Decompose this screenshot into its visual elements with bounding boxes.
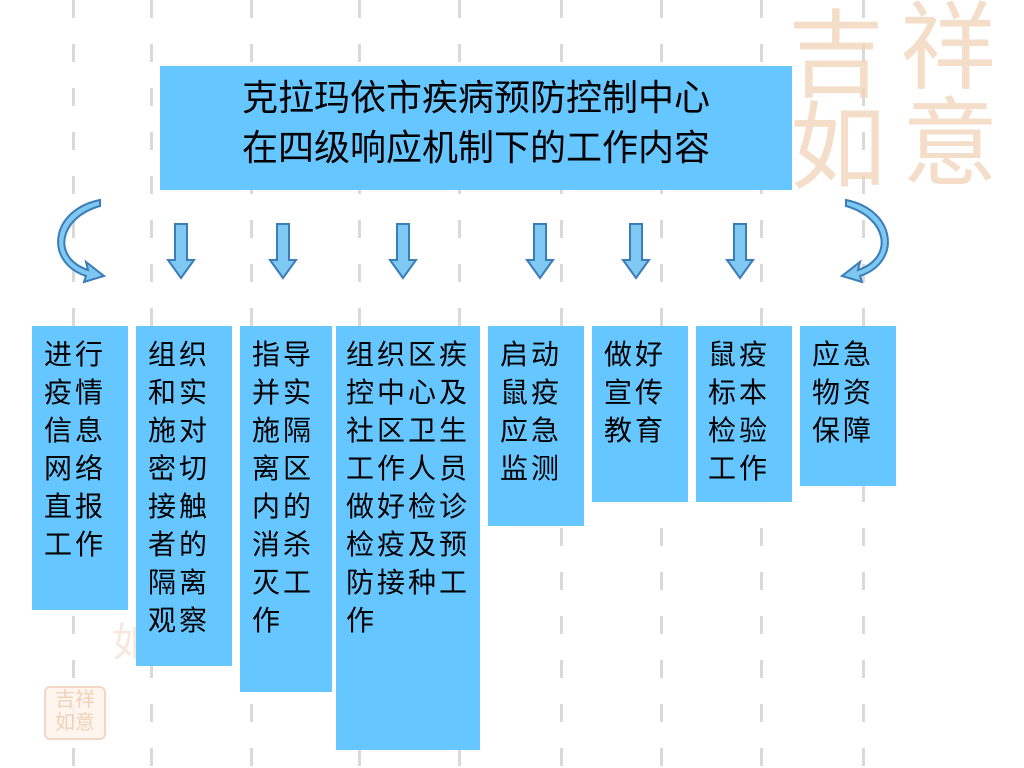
task-box-text: 进行疫情信息网络直报工作 (44, 338, 107, 561)
curved-arrow-right (839, 198, 889, 284)
task-box-text: 启动鼠疫应急监测 (500, 338, 563, 485)
task-box-text: 指导并实施隔离区内的消杀灭工作 (252, 338, 315, 637)
task-box-text: 组织和实施对密切接触者的隔离观察 (148, 338, 211, 637)
task-box-1: 进行疫情信息网络直报工作 (32, 326, 128, 610)
title-line-1: 克拉玛依市疾病预防控制中心 (241, 78, 710, 119)
task-box-3: 指导并实施隔离区内的消杀灭工作 (240, 326, 332, 692)
task-box-text: 做好宣传教育 (604, 338, 667, 447)
task-box-8: 应急物资保障 (800, 326, 896, 486)
task-box-text: 鼠疫标本检验工作 (708, 338, 771, 485)
task-box-2: 组织和实施对密切接触者的隔离观察 (136, 326, 232, 666)
down-arrow-2 (268, 223, 298, 280)
task-box-5: 启动鼠疫应急监测 (488, 326, 584, 526)
down-arrow-3 (388, 223, 418, 280)
task-box-text: 组织区疾控中心及社区卫生工作人员做好检诊检疫及预防接种工作 (346, 338, 471, 637)
down-arrow-4 (525, 223, 555, 280)
task-box-text: 应急物资保障 (812, 338, 875, 447)
diagram-title-box: 克拉玛依市疾病预防控制中心 在四级响应机制下的工作内容 (160, 66, 792, 190)
curved-arrow-left (57, 198, 107, 284)
task-box-6: 做好宣传教育 (592, 326, 688, 502)
task-box-4: 组织区疾控中心及社区卫生工作人员做好检诊检疫及预防接种工作 (336, 326, 480, 750)
down-arrow-6 (725, 223, 755, 280)
down-arrow-1 (166, 223, 196, 280)
small-seal-logo: 吉祥 如意 (44, 686, 106, 740)
task-box-7: 鼠疫标本检验工作 (696, 326, 792, 502)
down-arrow-5 (621, 223, 651, 280)
title-line-2: 在四级响应机制下的工作内容 (241, 128, 710, 169)
auspicious-seal-watermark: 吉 祥 如 意 (788, 0, 998, 204)
